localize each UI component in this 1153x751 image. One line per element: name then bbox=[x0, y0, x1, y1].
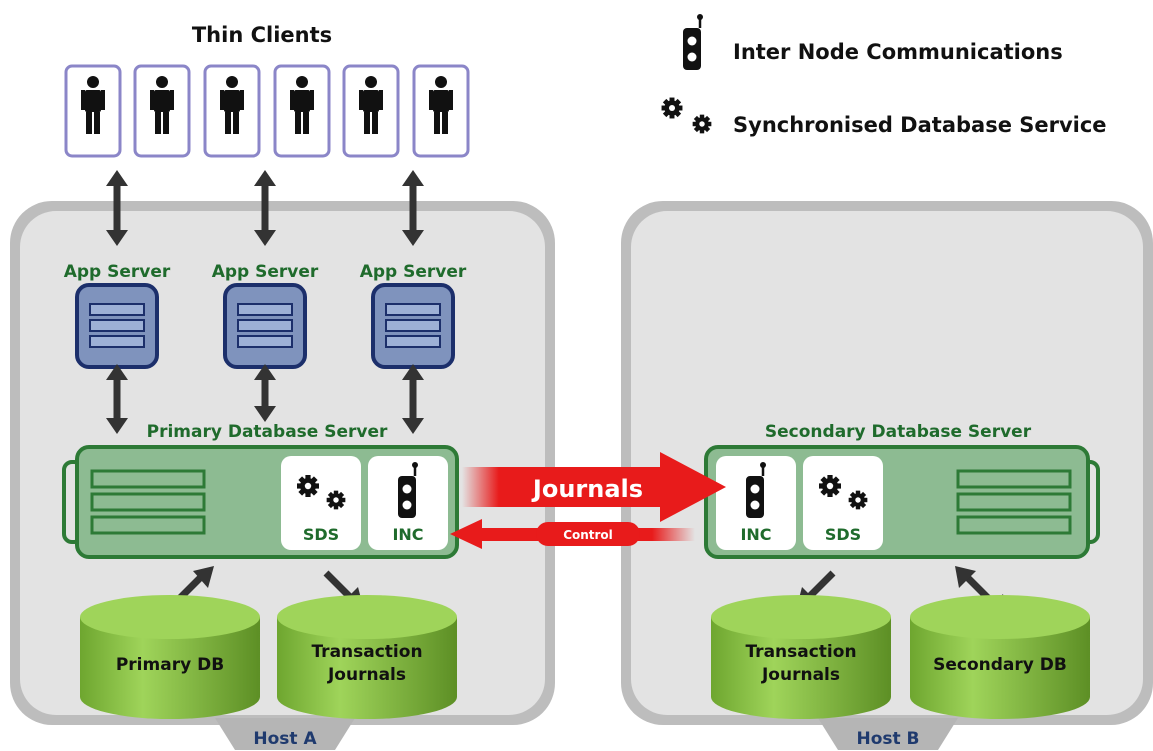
journals-a-label-line2: Journals bbox=[327, 665, 406, 685]
secondary-sds-module[interactable]: SDS bbox=[803, 456, 883, 550]
primary-inc-module[interactable]: INC bbox=[368, 456, 448, 550]
primary-sds-label: SDS bbox=[303, 525, 339, 544]
thin-client-4[interactable] bbox=[273, 64, 331, 158]
app-server-label-2: App Server bbox=[212, 262, 319, 282]
control-label: Control bbox=[563, 528, 613, 542]
app-server-label-3: App Server bbox=[360, 262, 467, 282]
app-server-3[interactable] bbox=[371, 283, 455, 369]
thin-client-5[interactable] bbox=[342, 64, 400, 158]
app-server-1[interactable] bbox=[75, 283, 159, 369]
thin-client-3[interactable] bbox=[203, 64, 261, 158]
app-servers: App Server App Server App Server bbox=[64, 262, 467, 369]
thin-clients-group bbox=[64, 64, 470, 158]
legend: Inter Node Communications Synchronised D… bbox=[661, 12, 1107, 137]
app-server-label-1: App Server bbox=[64, 262, 171, 282]
journals-a-label-line1: Transaction bbox=[311, 642, 422, 662]
secondary-server-title: Secondary Database Server bbox=[765, 422, 1032, 442]
control-link: Control bbox=[450, 519, 695, 549]
client-app-arrows bbox=[106, 170, 424, 246]
gears-icon bbox=[661, 97, 712, 134]
secondary-db-label: Secondary DB bbox=[933, 655, 1067, 675]
secondary-db-cylinder[interactable]: Secondary DB bbox=[910, 595, 1090, 719]
journals-b-label-line2: Journals bbox=[761, 665, 840, 685]
legend-inc-label: Inter Node Communications bbox=[733, 40, 1063, 64]
secondary-inc-label: INC bbox=[740, 525, 771, 544]
host-b-label: Host B bbox=[856, 729, 919, 749]
transaction-journals-b-cylinder[interactable]: Transaction Journals bbox=[711, 595, 891, 719]
secondary-inc-module[interactable]: INC bbox=[716, 456, 796, 550]
primary-inc-label: INC bbox=[392, 525, 423, 544]
journals-b-label-line1: Transaction bbox=[745, 642, 856, 662]
host-a-tab bbox=[215, 718, 355, 750]
thin-client-2[interactable] bbox=[133, 64, 191, 158]
primary-db-cylinder[interactable]: Primary DB bbox=[80, 595, 260, 719]
primary-sds-module[interactable]: SDS bbox=[281, 456, 361, 550]
legend-sds-label: Synchronised Database Service bbox=[733, 113, 1107, 137]
journals-label: Journals bbox=[531, 475, 643, 503]
secondary-sds-label: SDS bbox=[825, 525, 861, 544]
transaction-journals-a-cylinder[interactable]: Transaction Journals bbox=[277, 595, 457, 719]
thin-client-6[interactable] bbox=[412, 64, 470, 158]
thin-clients-title: Thin Clients bbox=[192, 23, 332, 47]
host-a-label: Host A bbox=[253, 729, 317, 749]
primary-db-label: Primary DB bbox=[116, 655, 224, 675]
app-db-arrows bbox=[106, 364, 424, 434]
primary-server-title: Primary Database Server bbox=[147, 422, 388, 442]
primary-db-server[interactable]: SDS INC bbox=[62, 445, 459, 559]
journals-link: Journals bbox=[462, 452, 726, 522]
app-server-2[interactable] bbox=[223, 283, 307, 369]
host-b-tab bbox=[818, 718, 958, 750]
thin-client-1[interactable] bbox=[64, 64, 122, 158]
traffic-light-icon bbox=[681, 12, 705, 72]
secondary-db-server[interactable]: INC SDS bbox=[704, 445, 1100, 559]
